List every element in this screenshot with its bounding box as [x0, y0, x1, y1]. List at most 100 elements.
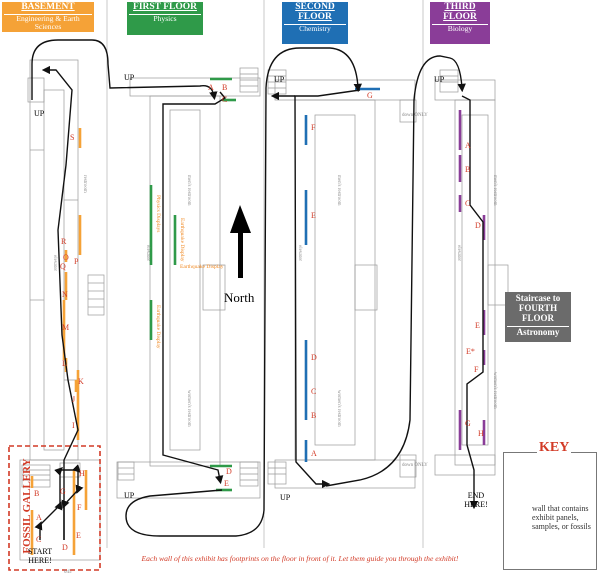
elevator-label: elevator: [52, 255, 57, 271]
second-letter: D: [311, 353, 317, 362]
basement-letter: R: [61, 237, 67, 246]
display-label: Earthquake Display: [179, 218, 185, 262]
room-number: 045: [64, 570, 72, 575]
fossil-letter: H: [79, 469, 85, 478]
basement-subtitle: Engineering & Earth Sciences: [4, 13, 92, 31]
first-letter: E: [224, 479, 229, 488]
basement-letter: S: [70, 133, 74, 142]
basement-letter: M: [62, 323, 69, 332]
basement-letter: O: [63, 253, 69, 262]
basement-letter: I: [72, 421, 75, 430]
stair-labels: UP UP UP UP UP UP: [34, 73, 445, 502]
tour-route: [31, 39, 484, 540]
room-labels: restroom men's restroom women's restroom…: [52, 113, 497, 575]
up-label: UP: [124, 491, 135, 500]
map-key: [503, 452, 597, 570]
third-letter: C: [465, 199, 470, 208]
basement-letter: N: [62, 290, 68, 299]
footnote: Each wall of this exhibit has footprints…: [141, 554, 459, 563]
second-floor-walls: [304, 87, 380, 462]
second-letter: C: [311, 387, 316, 396]
up-label: UP: [274, 75, 285, 84]
fourth-floor-title: Staircase to FOURTH FLOOR: [515, 293, 561, 323]
north-label: North: [224, 290, 255, 305]
fossil-letter: D: [62, 543, 68, 552]
display-label: Earthquake Display: [155, 305, 161, 349]
first-floor-title: FIRST FLOOR: [133, 2, 197, 12]
third-floor-title: THIRD FLOOR: [443, 2, 477, 22]
fossil-letter: G: [60, 487, 66, 496]
basement-letter: J: [72, 395, 75, 404]
third-letter: H: [478, 429, 484, 438]
up-label: UP: [124, 73, 135, 82]
third-letter: E: [475, 321, 480, 330]
second-letter: F: [311, 123, 316, 132]
up-label: UP: [434, 75, 445, 84]
second-letter: G: [367, 91, 373, 100]
first-floor-plan: [116, 67, 261, 499]
down-only-label: down ONLY: [402, 113, 428, 118]
mens-restroom-label: men's restroom: [186, 175, 191, 206]
fossil-gallery-label: FOSSIL GALLERY: [21, 458, 33, 554]
basement-title: BASEMENT: [21, 2, 75, 12]
first-floor-header: FIRST FLOOR Physics: [127, 2, 203, 35]
elevator-label: elevator: [297, 245, 302, 261]
basement-letter: Q: [60, 262, 66, 271]
restroom-label: restroom: [82, 175, 87, 193]
fossil-letter: C: [36, 535, 41, 544]
display-label: Earthquake Display: [180, 264, 224, 270]
third-letter: A: [465, 141, 471, 150]
key-title: KEY: [537, 440, 572, 456]
second-floor-plan: [267, 69, 417, 489]
first-letter: D: [226, 467, 232, 476]
first-letter: B: [222, 83, 227, 92]
fossil-letter: F: [77, 503, 82, 512]
up-label: UP: [34, 109, 45, 118]
end-here-label: END HERE!: [464, 491, 488, 509]
third-floor-walls: [458, 110, 486, 450]
basement-letter: P: [74, 257, 79, 266]
third-letter: D: [475, 221, 481, 230]
down-only-label: down ONLY: [402, 463, 428, 468]
fourth-floor-subtitle: Astronomy: [507, 325, 569, 338]
womens-restroom-label: women's restroom: [336, 390, 341, 427]
womens-restroom-label: women's restroom: [186, 390, 191, 427]
basement-header: BASEMENT Engineering & Earth Sciences: [2, 2, 94, 32]
basement-letter: L: [62, 359, 67, 368]
exhibit-letter-layer: S R Q P O N M L K J I B A C D E F G H A …: [34, 83, 484, 552]
first-letter: A: [208, 83, 214, 92]
second-letter: A: [311, 449, 317, 458]
first-floor-subtitle: Physics: [129, 13, 201, 23]
fossil-gallery-outline: [8, 445, 101, 571]
up-label: UP: [280, 493, 291, 502]
second-letter: E: [311, 211, 316, 220]
third-letter: F: [474, 365, 479, 374]
third-letter: E*: [466, 347, 475, 356]
second-floor-subtitle: Chemistry: [284, 23, 346, 33]
fossil-letter: E: [76, 531, 81, 540]
elevator-label: elevator: [145, 245, 150, 261]
start-here-label: START HERE!: [27, 547, 53, 565]
fossil-letter: A: [36, 513, 42, 522]
first-floor-display-labels: Physics Displays Earthquake Display Eart…: [155, 195, 224, 349]
third-floor-header: THIRD FLOOR Biology: [430, 2, 490, 44]
fourth-floor-staircase-box: Staircase to FOURTH FLOOR Astronomy: [505, 292, 571, 342]
display-label: Physics Displays: [155, 195, 161, 232]
first-floor-walls: [149, 77, 236, 492]
third-floor-plan: [434, 69, 509, 476]
second-floor-header: SECOND FLOOR Chemistry: [282, 2, 348, 44]
elevator-label: elevator: [456, 245, 461, 261]
mens-restroom-label: men's restroom: [336, 175, 341, 206]
north-arrow: [230, 205, 251, 278]
first-letter: C: [222, 95, 227, 104]
fossil-letter: B: [34, 489, 39, 498]
third-floor-subtitle: Biology: [432, 23, 488, 33]
womens-restroom-label: women's restroom: [492, 372, 497, 409]
third-letter: G: [465, 419, 471, 428]
second-floor-title: SECOND FLOOR: [295, 2, 335, 22]
key-wall-label: wall that contains exhibit panels, sampl…: [532, 504, 591, 532]
mens-restroom-label: men's restroom: [492, 175, 497, 206]
second-letter: B: [311, 411, 316, 420]
third-letter: B: [465, 165, 470, 174]
